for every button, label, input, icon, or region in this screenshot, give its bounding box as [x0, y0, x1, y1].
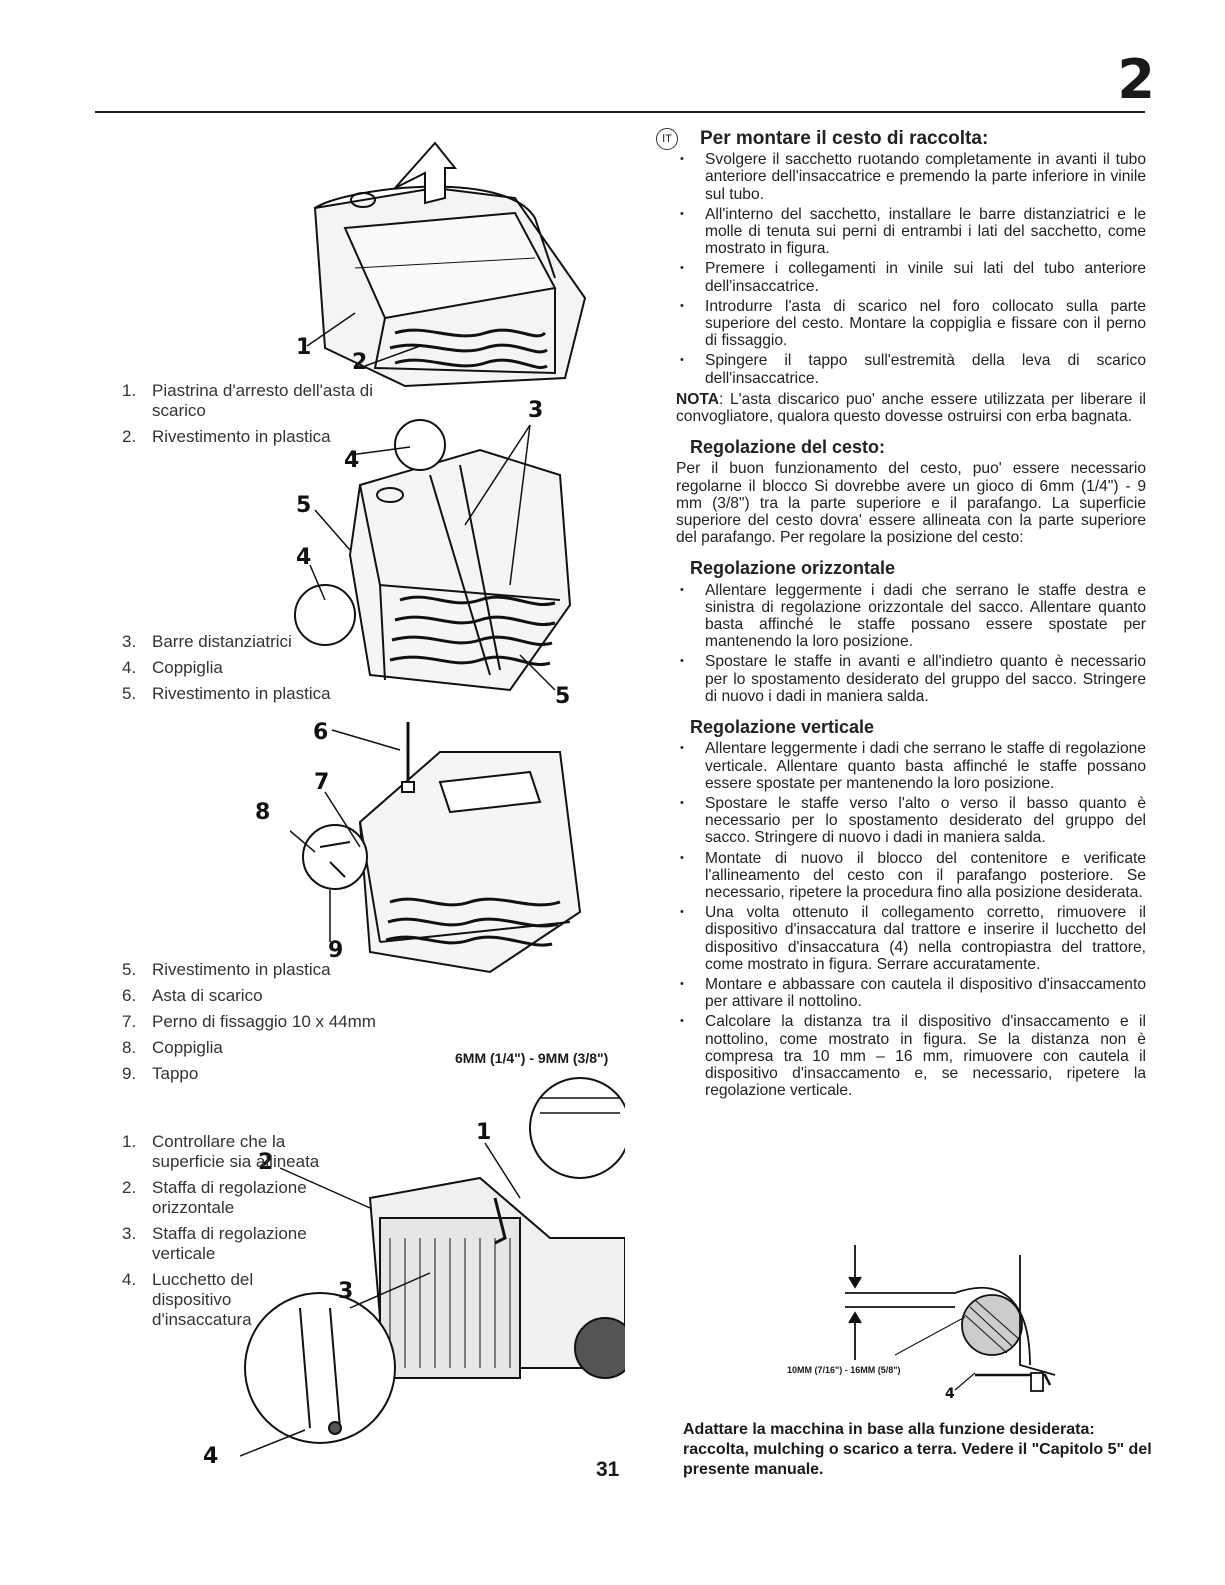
measure-label-10-16mm: 10MM (7/16") - 16MM (5/8") [787, 1365, 901, 1375]
note-paragraph: NOTA: L'asta discarico puo' anche essere… [676, 391, 1146, 425]
figure-bag-dump-rod-callout-9: 9 [328, 938, 344, 963]
chapter-number: 2 [1117, 48, 1155, 111]
note-label: NOTA [676, 390, 720, 408]
figure-bag-dump-rod-callout-6: 6 [313, 720, 329, 745]
figure-bag-top-callout-1: 1 [296, 335, 312, 360]
mount-steps-list: Svolgere il sacchetto ruotando completam… [676, 151, 1146, 387]
heading-verticale: Regolazione verticale [690, 717, 875, 738]
figure-bag-spacers-callout-4b: 4 [296, 545, 312, 570]
caption-item: 3.Barre distanziatrici [122, 632, 292, 651]
section-title: Per montare il cesto di raccolta: [700, 128, 989, 149]
figure-bag-spacers-callout-5b: 5 [555, 684, 571, 709]
measure-label-6-9mm: 6MM (1/4") - 9MM (3/8") [455, 1050, 609, 1066]
figure-bag-spacers-callout-4a: 4 [344, 448, 360, 473]
list-item: Allentare leggermente i dadi che serrano… [676, 740, 1146, 792]
figure-bag-adjustment-callout-3: 3 [338, 1279, 354, 1304]
caption-item: 6.Asta di scarico [122, 986, 263, 1005]
caption-item: 3.Staffa di regolazione verticale [122, 1224, 307, 1263]
figure-bag-top [306, 141, 587, 388]
figure-latch-gap-callout-4: 4 [945, 1386, 955, 1402]
caption-list-1: 1.Piastrina d'arresto dell'asta di scari… [122, 381, 392, 453]
heading-regolazione: Regolazione del cesto: [690, 437, 886, 458]
heading-orizzontale: Regolazione orizzontale [690, 558, 896, 579]
vertical-steps-list: Allentare leggermente i dadi che serrano… [676, 740, 1146, 1099]
caption-list-2: 3.Barre distanziatrici 4.Coppiglia 5.Riv… [122, 632, 392, 710]
page-number: 31 [596, 1458, 620, 1481]
final-note: Adattare la macchina in base alla funzio… [683, 1421, 1152, 1478]
caption-item: 5.Rivestimento in plastica [122, 960, 331, 979]
list-item: Una volta ottenuto il collegamento corre… [676, 904, 1146, 973]
figure-bag-spacers [294, 419, 572, 692]
figure-bag-adjustment [240, 1077, 625, 1457]
list-item: Premere i collegamenti in vinile sui lat… [676, 260, 1146, 294]
figure-latch-gap [845, 1245, 1056, 1392]
figure-bag-adjustment-callout-1: 1 [476, 1120, 492, 1145]
caption-item: 1.Controllare che la superficie sia alli… [122, 1132, 320, 1171]
instructions-column: IT Per montare il cesto di raccolta: Svo… [656, 128, 1146, 1102]
list-item: Spostare le staffe in avanti e all'indie… [676, 653, 1146, 705]
figure-bag-dump-rod-callout-7: 7 [314, 770, 330, 795]
figure-bag-dump-rod [290, 722, 582, 974]
horizontal-steps-list: Allentare leggermente i dadi che serrano… [676, 582, 1146, 705]
list-item: Svolgere il sacchetto ruotando completam… [676, 151, 1146, 203]
list-item: Spostare le staffe verso l'alto o verso … [676, 795, 1146, 847]
list-item: Allentare leggermente i dadi che serrano… [676, 582, 1146, 651]
caption-list-3: 5.Rivestimento in plastica 6.Asta di sca… [122, 960, 422, 1090]
caption-item: 7.Perno di fissaggio 10 x 44mm [122, 1012, 376, 1031]
caption-list-4: 1.Controllare che la superficie sia alli… [122, 1132, 322, 1336]
language-badge: IT [656, 128, 678, 150]
caption-item: 1.Piastrina d'arresto dell'asta di scari… [122, 381, 373, 420]
header-rule [95, 111, 1145, 113]
figure-bag-spacers-callout-5a: 5 [296, 493, 312, 518]
caption-item: 4.Lucchetto del dispositivo d'insaccatur… [122, 1270, 254, 1329]
caption-item: 9.Tappo [122, 1064, 199, 1083]
caption-item: 4.Coppiglia [122, 658, 223, 677]
figure-bag-spacers-callout-3: 3 [528, 398, 544, 423]
list-item: Montare e abbassare con cautela il dispo… [676, 976, 1146, 1010]
list-item: All'interno del sacchetto, installare le… [676, 206, 1146, 258]
caption-item: 8.Coppiglia [122, 1038, 223, 1057]
caption-item: 2.Staffa di regolazione orizzontale [122, 1178, 307, 1217]
list-item: Introdurre l'asta di scarico nel foro co… [676, 298, 1146, 350]
list-item: Montate di nuovo il blocco del contenito… [676, 850, 1146, 902]
figure-bag-dump-rod-callout-8: 8 [255, 800, 271, 825]
list-item: Spingere il tappo sull'estremità della l… [676, 352, 1146, 386]
list-item: Calcolare la distanza tra il dispositivo… [676, 1013, 1146, 1099]
paragraph-regolazione: Per il buon funzionamento del cesto, puo… [676, 460, 1146, 547]
figure-bag-adjustment-callout-4: 4 [203, 1444, 219, 1469]
note-text: : L'asta discarico puo' anche essere uti… [676, 390, 1146, 426]
caption-item: 5.Rivestimento in plastica [122, 684, 331, 703]
figure-bag-adjustment-callout-2: 2 [258, 1150, 274, 1175]
figure-bag-top-callout-2: 2 [352, 350, 368, 375]
section-title-row: IT Per montare il cesto di raccolta: [656, 128, 1146, 150]
caption-item: 2.Rivestimento in plastica [122, 427, 331, 446]
